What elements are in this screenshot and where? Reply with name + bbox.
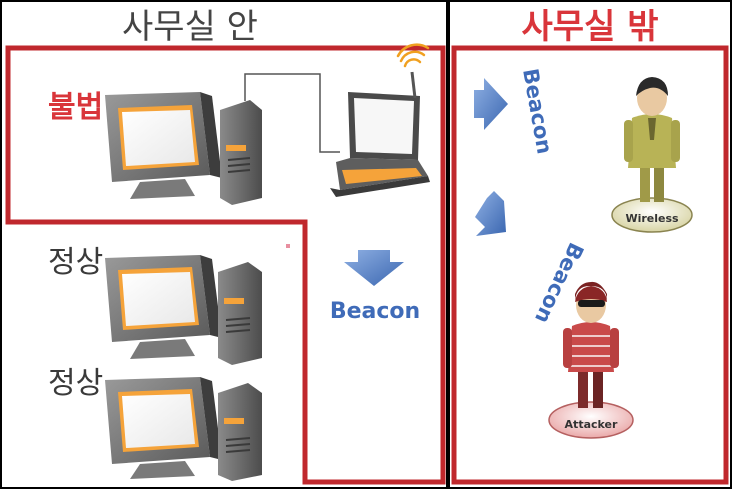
outside-office-frame <box>451 45 729 485</box>
normal-label-2: 정상 <box>48 366 103 401</box>
normal-computer-1 <box>105 255 262 365</box>
wireless-person <box>611 77 693 233</box>
normal-label-1: 정상 <box>48 245 103 280</box>
inside-office-title: 사무실 안 <box>122 7 258 47</box>
beacon-right-label: Beacon <box>518 67 557 156</box>
illegal-computer <box>105 92 262 205</box>
beacon-right-arrow <box>474 78 508 130</box>
attacker-label: Attacker <box>565 418 618 431</box>
marker-dot <box>286 244 290 248</box>
normal-computer-2 <box>105 377 262 481</box>
inside-office-frame <box>5 45 446 485</box>
outside-office-title: 사무실 밖 <box>522 7 659 47</box>
beacon-down-arrow <box>344 250 404 286</box>
illegal-label: 불법 <box>48 90 103 125</box>
wireless-label: Wireless <box>625 212 679 225</box>
beacon-left-arrow <box>475 191 506 236</box>
wifi-icon <box>396 43 430 68</box>
beacon-down-label: Beacon <box>330 299 420 324</box>
laptop <box>330 71 430 197</box>
attacker-person <box>548 281 634 439</box>
cable <box>244 73 340 153</box>
